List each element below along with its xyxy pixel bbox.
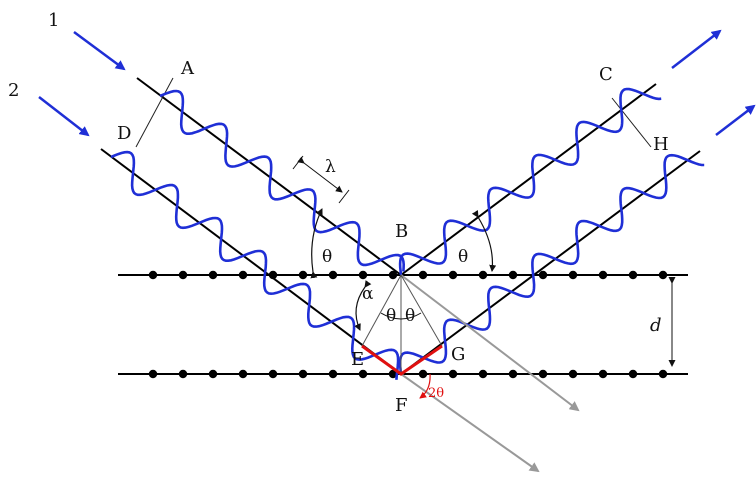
point-label-A: A: [180, 58, 195, 79]
point-label-G: G: [451, 344, 465, 365]
spacing-label-d: d: [650, 315, 662, 336]
point-label-E: E: [351, 349, 364, 370]
lattice-atom: [508, 270, 518, 280]
lattice-atoms: [148, 270, 668, 379]
incident-ray-1: [136, 77, 402, 276]
lattice-atom: [208, 369, 218, 379]
lattice-atom: [148, 270, 158, 280]
outgoing-arrow-2: [715, 104, 756, 136]
lattice-atom: [568, 369, 578, 379]
alpha-label: α: [362, 284, 374, 304]
lattice-atom: [178, 369, 188, 379]
two-theta-label: 2θ: [428, 386, 444, 401]
reflected-ray-2: [400, 150, 701, 375]
perp-BE: [361, 274, 402, 347]
lattice-atom: [238, 270, 248, 280]
path-difference-EFG: [361, 344, 443, 376]
theta-arc-left: [310, 208, 323, 279]
incident-arrow-1: [73, 30, 126, 71]
wave-reflected-2: [398, 153, 705, 375]
wave-incident-1: [159, 89, 406, 272]
wavefront-CH: [611, 97, 652, 148]
outgoing-arrow-1: [671, 29, 722, 69]
lattice-atom: [238, 369, 248, 379]
wavefront-AD: [135, 77, 174, 148]
wave-trains: [110, 87, 705, 380]
lattice-atom: [478, 369, 488, 379]
lattice-atom: [328, 270, 338, 280]
theta-arc-right: [471, 210, 497, 272]
transmitted-ray-upper: [400, 274, 580, 412]
lattice-atom: [658, 270, 668, 280]
lattice-atom: [508, 369, 518, 379]
theta-label-inner-left: θ: [386, 306, 396, 326]
theta-label-inner-right: θ: [405, 306, 415, 326]
lattice-atom: [448, 270, 458, 280]
lattice-atom: [538, 270, 548, 280]
transmitted-ray-lower: [400, 373, 540, 473]
ray-label-2: 2: [8, 80, 19, 101]
lattice-atom: [388, 270, 398, 280]
incident-arrow-2: [38, 96, 90, 137]
lattice-atom: [148, 369, 158, 379]
theta-label-left: θ: [322, 247, 332, 267]
point-label-F: F: [395, 395, 408, 416]
two-theta-arc: [419, 373, 431, 399]
incident-ray-2: [100, 148, 402, 375]
point-label-D: D: [117, 123, 131, 144]
lattice-atom: [358, 270, 368, 280]
theta-label-right: θ: [458, 247, 468, 267]
lattice-atom: [388, 369, 398, 379]
lattice-atom: [268, 369, 278, 379]
point-label-B: B: [395, 221, 408, 242]
lattice-atom: [658, 369, 668, 379]
lattice-atom: [568, 270, 578, 280]
lattice-atom: [358, 369, 368, 379]
reflected-ray-1: [400, 83, 657, 276]
lattice-atom: [478, 270, 488, 280]
lattice-atom: [538, 369, 548, 379]
lattice-atom: [598, 369, 608, 379]
lattice-atom: [298, 270, 308, 280]
theta-arc-inner: [380, 312, 422, 320]
wavelength-label: λ: [325, 157, 336, 177]
wavelength-tick-1: [292, 155, 304, 170]
wave-reflected-1: [398, 87, 662, 276]
lattice-atom: [178, 270, 188, 280]
lattice-atom: [328, 369, 338, 379]
lattice-atom: [628, 270, 638, 280]
lattice-atom: [628, 369, 638, 379]
lattice-atom: [598, 270, 608, 280]
lattice-atom: [208, 270, 218, 280]
lattice-atom: [418, 270, 428, 280]
lattice-atom: [418, 369, 428, 379]
lattice-atom: [448, 369, 458, 379]
ray-label-1: 1: [48, 10, 59, 31]
lattice-atom: [298, 369, 308, 379]
wavelength-span: [297, 156, 343, 193]
point-label-C: C: [599, 64, 613, 85]
point-label-H: H: [653, 134, 669, 155]
wavelength-tick-2: [338, 189, 350, 204]
alpha-arc: [354, 280, 372, 331]
perp-BG: [400, 274, 443, 347]
wave-incident-2: [110, 150, 400, 380]
